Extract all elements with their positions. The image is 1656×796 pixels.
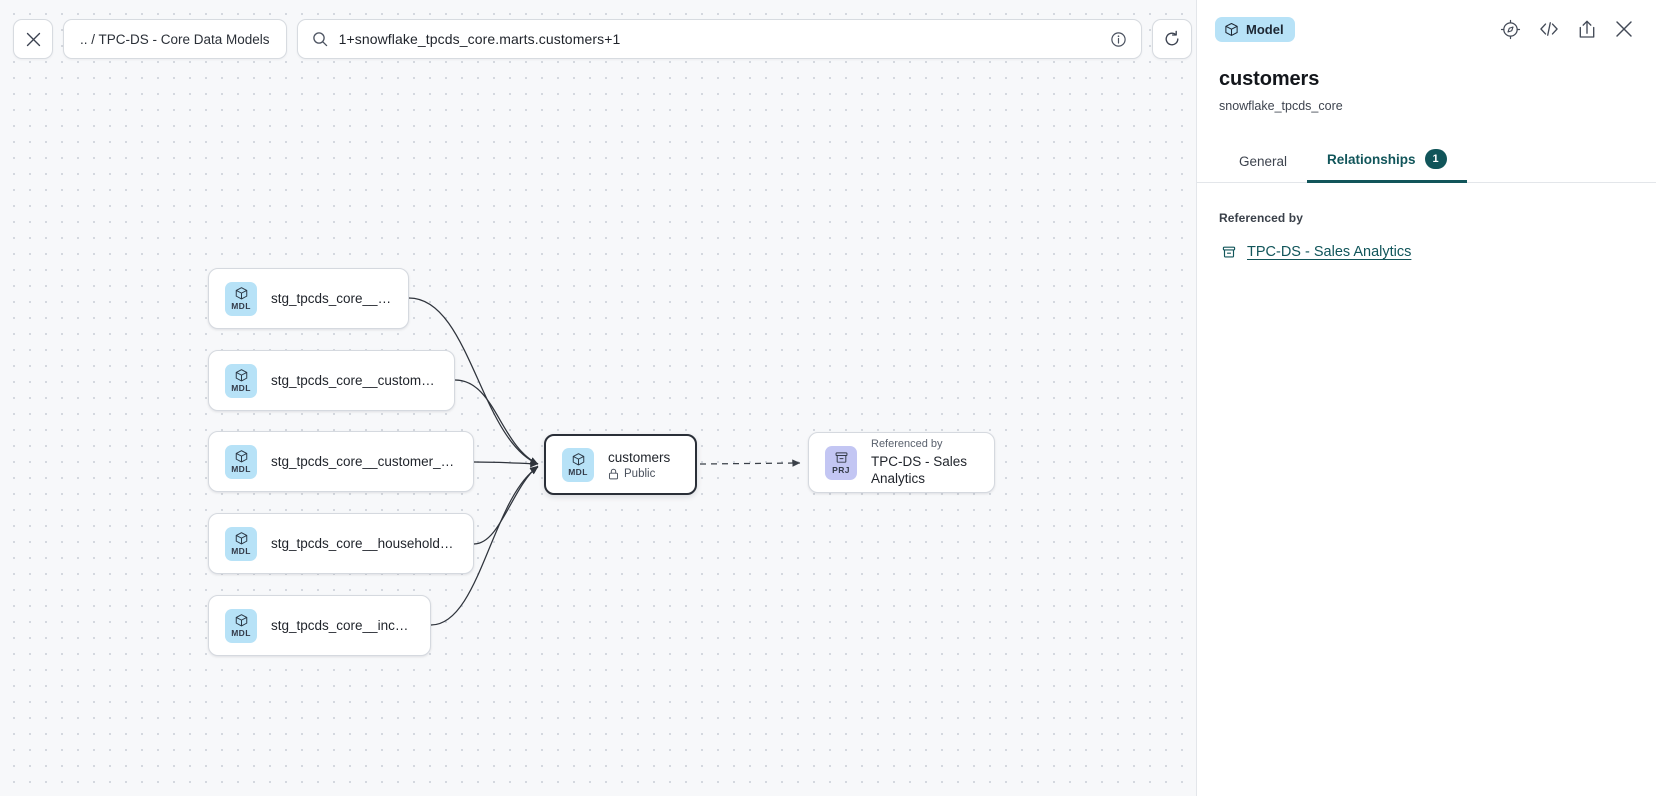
node-visibility: Public — [608, 468, 670, 480]
lineage-node[interactable]: MDL stg_tpcds_core__household_demogr… — [208, 513, 474, 574]
lineage-search-input[interactable] — [338, 31, 1099, 47]
details-panel: Model — [1196, 0, 1656, 796]
cube-icon — [235, 614, 247, 627]
node-type-label: MDL — [231, 546, 251, 556]
project-icon — [835, 452, 847, 463]
tab-count-badge: 1 — [1424, 149, 1447, 169]
referenced-by-list: TPC-DS - Sales Analytics — [1219, 244, 1634, 260]
lock-icon — [608, 468, 619, 479]
node-title: customers — [608, 449, 671, 465]
referenced-by-link[interactable]: TPC-DS - Sales Analytics — [1247, 244, 1412, 260]
project-icon — [1222, 246, 1236, 258]
node-title: stg_tpcds_core__customer_demogra… — [271, 454, 457, 469]
breadcrumb-label: .. / TPC-DS - Core Data Models — [80, 31, 270, 47]
node-title: TPC-DS - Sales Analytics — [871, 454, 968, 486]
breadcrumb-button[interactable]: .. / TPC-DS - Core Data Models — [63, 19, 287, 59]
node-title: stg_tpcds_core__household_demogr… — [271, 536, 457, 551]
search-icon — [312, 32, 327, 47]
close-panel-icon[interactable] — [1614, 19, 1634, 39]
cube-icon — [235, 450, 247, 463]
entity-type-chip: Model — [1215, 16, 1295, 42]
node-type-badge: MDL — [225, 608, 257, 643]
panel-subtitle: snowflake_tpcds_core — [1219, 99, 1343, 113]
node-visibility-label: Public — [624, 467, 656, 480]
lineage-node-project[interactable]: PRJ Referenced by TPC-DS - Sales Analytics — [808, 432, 995, 493]
node-type-label: PRJ — [832, 465, 850, 475]
canvas-toolbar: .. / TPC-DS - Core Data Models — [13, 19, 1192, 59]
panel-body: Referenced by TPC-DS - Sales Analytics — [1197, 183, 1656, 796]
node-text: Referenced by TPC-DS - Sales Analytics — [871, 438, 978, 487]
node-title: stg_tpcds_core__customer_address — [271, 373, 438, 388]
node-type-label: MDL — [568, 467, 588, 477]
close-lineage-button[interactable] — [13, 19, 53, 59]
code-icon[interactable] — [1538, 19, 1560, 39]
node-text: stg_tpcds_core__household_demogr… — [271, 536, 457, 551]
node-type-label: MDL — [231, 383, 251, 393]
node-type-badge: MDL — [225, 526, 257, 561]
node-type-label: MDL — [231, 628, 251, 638]
page-title: customers — [1219, 68, 1320, 90]
node-type-badge: MDL — [562, 447, 594, 482]
node-text: stg_tpcds_core__income_band — [271, 618, 414, 633]
lineage-node[interactable]: MDL stg_tpcds_core__customer_demogra… — [208, 431, 474, 492]
node-eyebrow: Referenced by — [871, 438, 943, 450]
lineage-node[interactable]: MDL stg_tpcds_core__customer_address — [208, 350, 455, 411]
node-type-badge: MDL — [225, 281, 257, 316]
node-type-badge: MDL — [225, 363, 257, 398]
node-text: stg_tpcds_core__customer — [271, 291, 392, 306]
node-title: stg_tpcds_core__income_band — [271, 618, 414, 633]
panel-tabs: General Relationships 1 — [1197, 139, 1656, 183]
tab-general[interactable]: General — [1219, 144, 1307, 183]
referenced-by-item[interactable]: TPC-DS - Sales Analytics — [1219, 244, 1634, 260]
close-icon — [26, 32, 40, 46]
lineage-node[interactable]: MDL stg_tpcds_core__income_band — [208, 595, 431, 656]
tab-label: General — [1239, 154, 1288, 169]
node-type-badge: MDL — [225, 444, 257, 479]
node-title: stg_tpcds_core__customer — [271, 291, 392, 306]
cube-icon — [235, 369, 247, 382]
node-type-label: MDL — [231, 464, 251, 474]
lineage-icon[interactable] — [1500, 19, 1521, 40]
panel-title-block: customers snowflake_tpcds_core — [1197, 58, 1656, 113]
panel-actions — [1500, 19, 1634, 40]
tab-label: Relationships — [1327, 151, 1416, 167]
lineage-node[interactable]: MDL stg_tpcds_core__customer — [208, 268, 409, 329]
entity-type-label: Model — [1246, 21, 1284, 37]
referenced-by-heading: Referenced by — [1219, 211, 1303, 225]
node-text: stg_tpcds_core__customer_demogra… — [271, 454, 457, 469]
refresh-button[interactable] — [1151, 19, 1192, 59]
cube-icon — [235, 287, 247, 300]
info-icon[interactable] — [1110, 31, 1127, 48]
lineage-search-box[interactable] — [296, 19, 1142, 59]
cube-icon — [235, 532, 247, 545]
share-icon[interactable] — [1577, 19, 1597, 40]
cube-icon — [572, 453, 584, 466]
node-text: stg_tpcds_core__customer_address — [271, 373, 438, 388]
details-panel-header: Model — [1197, 0, 1656, 58]
node-type-label: MDL — [231, 301, 251, 311]
node-type-badge: PRJ — [825, 445, 857, 480]
cube-icon — [1225, 22, 1238, 36]
refresh-icon — [1165, 30, 1179, 46]
tab-relationships[interactable]: Relationships 1 — [1307, 139, 1467, 183]
